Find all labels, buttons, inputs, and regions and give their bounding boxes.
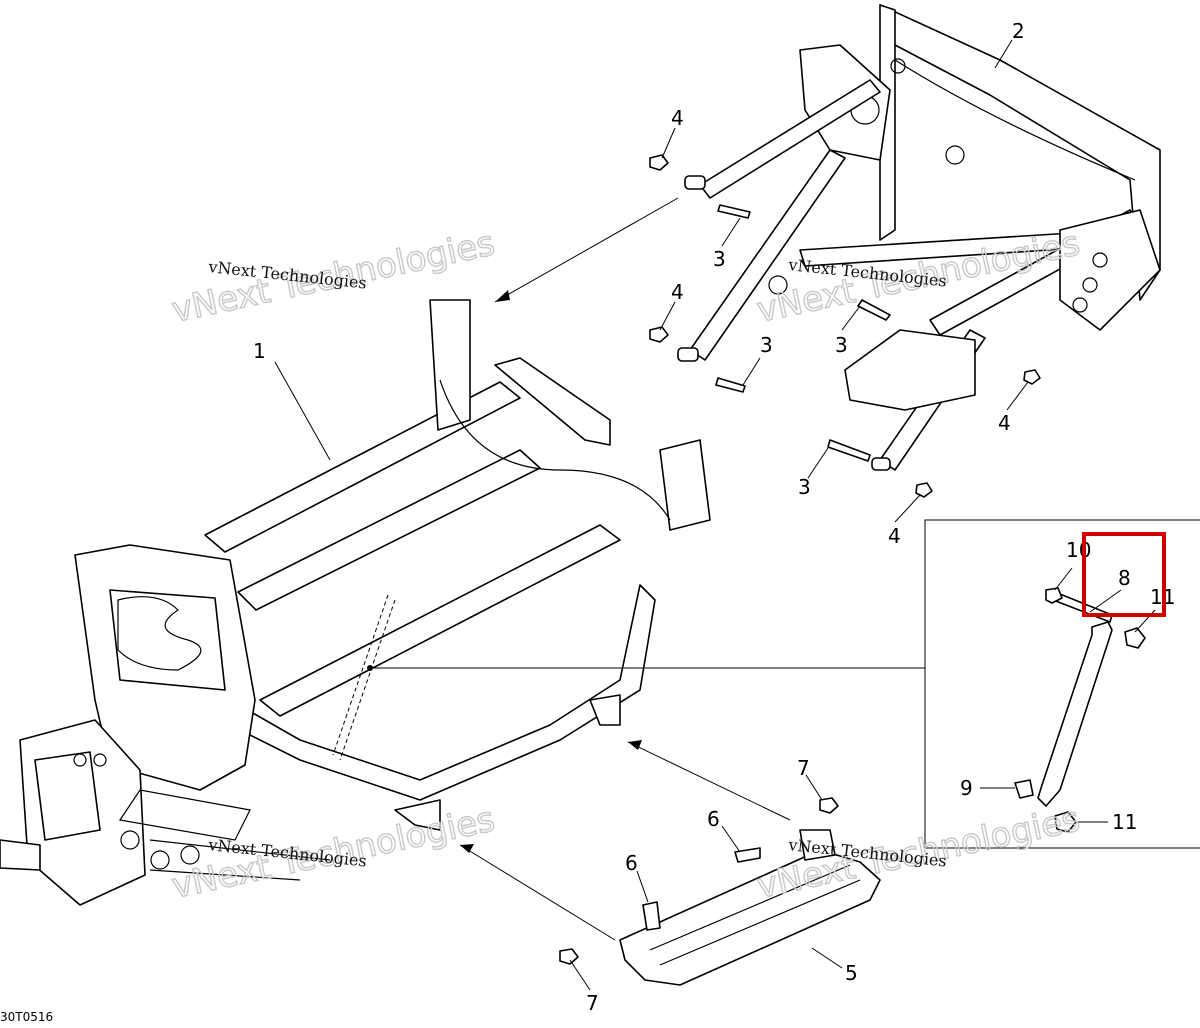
callout-1: 1 (253, 339, 266, 363)
callouts: 1 2 3 3 3 3 4 4 4 4 5 6 6 7 7 8 9 10 11 … (253, 19, 1175, 1015)
callout-7b: 7 (586, 991, 599, 1015)
callout-3b: 3 (760, 333, 773, 357)
callout-5: 5 (845, 961, 858, 985)
callout-7a: 7 (797, 756, 810, 780)
callout-6a: 6 (707, 807, 720, 831)
drawing-code: 30T0516 (0, 1010, 53, 1024)
callout-2: 2 (1012, 19, 1025, 43)
callout-4c: 4 (998, 411, 1011, 435)
callout-6b: 6 (625, 851, 638, 875)
callout-4a: 4 (671, 106, 684, 130)
callout-3c: 3 (835, 333, 848, 357)
main-frame (0, 299, 711, 906)
callout-4d: 4 (888, 524, 901, 548)
callout-8: 8 (1118, 566, 1131, 590)
callout-10: 10 (1066, 538, 1091, 562)
highlight-box (1082, 532, 1166, 617)
leader-lines (274, 39, 1156, 991)
callout-11b: 11 (1112, 810, 1137, 834)
callout-3a: 3 (713, 247, 726, 271)
callout-9: 9 (960, 776, 973, 800)
side-step-bar (619, 829, 881, 986)
hardware (559, 154, 1041, 965)
callout-3d: 3 (798, 475, 811, 499)
callout-4b: 4 (671, 280, 684, 304)
detail-inset (370, 519, 1200, 849)
rear-subframe (689, 4, 1161, 471)
